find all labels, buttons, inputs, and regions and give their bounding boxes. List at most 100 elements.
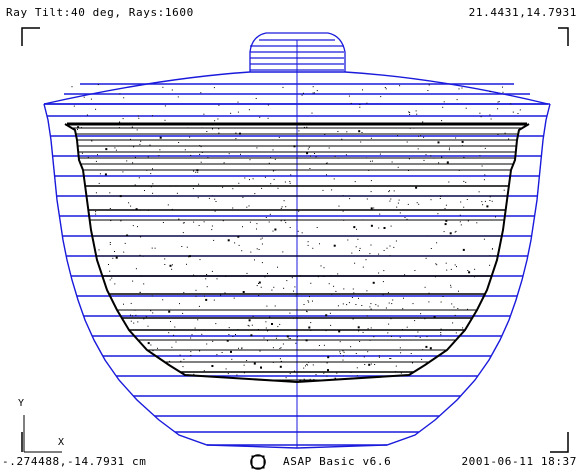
ray-dot: [319, 243, 320, 245]
ray-dot: [309, 296, 310, 298]
ray-dot: [397, 135, 398, 137]
ray-dot: [463, 180, 465, 182]
ray-dot: [177, 96, 179, 98]
ray-dot: [400, 352, 402, 354]
ray-dot: [306, 310, 307, 312]
ray-dot: [298, 210, 300, 212]
ray-dot: [331, 189, 333, 191]
ray-dot: [97, 84, 99, 86]
ray-dot: [457, 308, 459, 309]
ray-dot: [151, 247, 153, 249]
ray-dot: [190, 154, 192, 156]
ray-dot: [383, 270, 385, 272]
ray-dot: [370, 191, 372, 193]
ray-dot: [454, 314, 456, 316]
ray-dot: [384, 87, 386, 88]
ray-dot: [388, 191, 390, 193]
ray-dot: [444, 208, 446, 210]
ray-dot: [130, 314, 131, 316]
ray-dot: [159, 136, 162, 139]
ray-dot: [399, 336, 401, 338]
ray-dot: [348, 95, 350, 97]
ray-dot: [275, 379, 277, 381]
ray-dot: [203, 113, 205, 115]
ray-dot: [255, 98, 257, 99]
ray-dot: [427, 235, 428, 237]
ray-dot: [273, 286, 275, 288]
ray-dot: [355, 304, 357, 305]
ray-dot: [450, 286, 452, 288]
ray-dot: [316, 227, 318, 228]
ray-dot: [312, 86, 314, 88]
ray-dot: [175, 341, 177, 343]
ray-dot: [467, 308, 468, 310]
ray-dot: [285, 377, 287, 379]
ray-dot: [241, 250, 243, 252]
ray-dot: [415, 110, 417, 112]
ray-dot: [312, 92, 314, 94]
ray-dot: [198, 183, 200, 185]
ray-dot: [430, 155, 432, 157]
ray-dot: [395, 240, 397, 242]
ray-dot: [413, 127, 415, 129]
ray-dot: [489, 264, 491, 266]
ray-dot: [346, 304, 348, 306]
ray-dot: [146, 169, 148, 171]
ray-dot: [388, 302, 390, 304]
ray-dot: [191, 334, 193, 336]
ray-dot: [398, 199, 400, 201]
ray-dot: [415, 186, 418, 189]
ray-dot: [108, 264, 109, 265]
ray-dot: [272, 170, 274, 172]
ray-dot: [308, 361, 310, 363]
ray-dot: [333, 178, 335, 180]
ray-dot: [406, 326, 408, 328]
ray-dot: [193, 170, 195, 172]
ray-dot: [295, 295, 297, 297]
ray-dot: [123, 97, 125, 99]
ray-dot: [268, 221, 270, 223]
ray-dot: [339, 351, 341, 353]
ray-dot: [440, 196, 442, 197]
ray-dot: [325, 163, 327, 165]
ray-dot: [397, 166, 399, 168]
ray-dot: [265, 217, 267, 218]
ray-dot: [436, 242, 438, 244]
ray-dot: [200, 92, 202, 94]
ray-dot: [366, 198, 368, 200]
ray-dot: [478, 191, 480, 193]
ray-dot: [439, 198, 441, 199]
ray-dot: [171, 268, 173, 270]
ray-dot: [418, 203, 420, 205]
ray-dot: [235, 138, 237, 140]
ray-dot: [476, 222, 478, 224]
ray-dot: [248, 319, 251, 322]
ray-dot: [142, 255, 144, 257]
ray-dot: [351, 377, 352, 379]
ray-dot: [448, 181, 450, 183]
ray-dot: [391, 335, 392, 337]
ray-dot: [310, 282, 312, 284]
ray-dot: [200, 161, 202, 163]
ray-dot: [370, 244, 372, 246]
ray-dot: [261, 262, 263, 264]
ray-dot: [445, 262, 447, 264]
ray-dot: [134, 156, 136, 158]
ray-dot: [133, 146, 135, 148]
ray-dot: [193, 221, 195, 223]
ray-dot: [449, 232, 452, 235]
ray-dot: [356, 375, 358, 377]
ray-dot: [343, 288, 345, 290]
ray-dot: [95, 160, 97, 162]
ray-dot: [207, 157, 209, 159]
ray-dot: [503, 189, 505, 191]
ray-dot: [299, 379, 302, 382]
ray-dot: [375, 304, 377, 306]
ray-dot: [257, 329, 259, 330]
ray-dot: [248, 325, 250, 327]
ray-dot: [276, 335, 278, 337]
ray-dot: [190, 337, 192, 339]
ray-dot: [437, 141, 440, 144]
ray-dot: [440, 334, 442, 336]
ray-dot: [402, 308, 404, 310]
